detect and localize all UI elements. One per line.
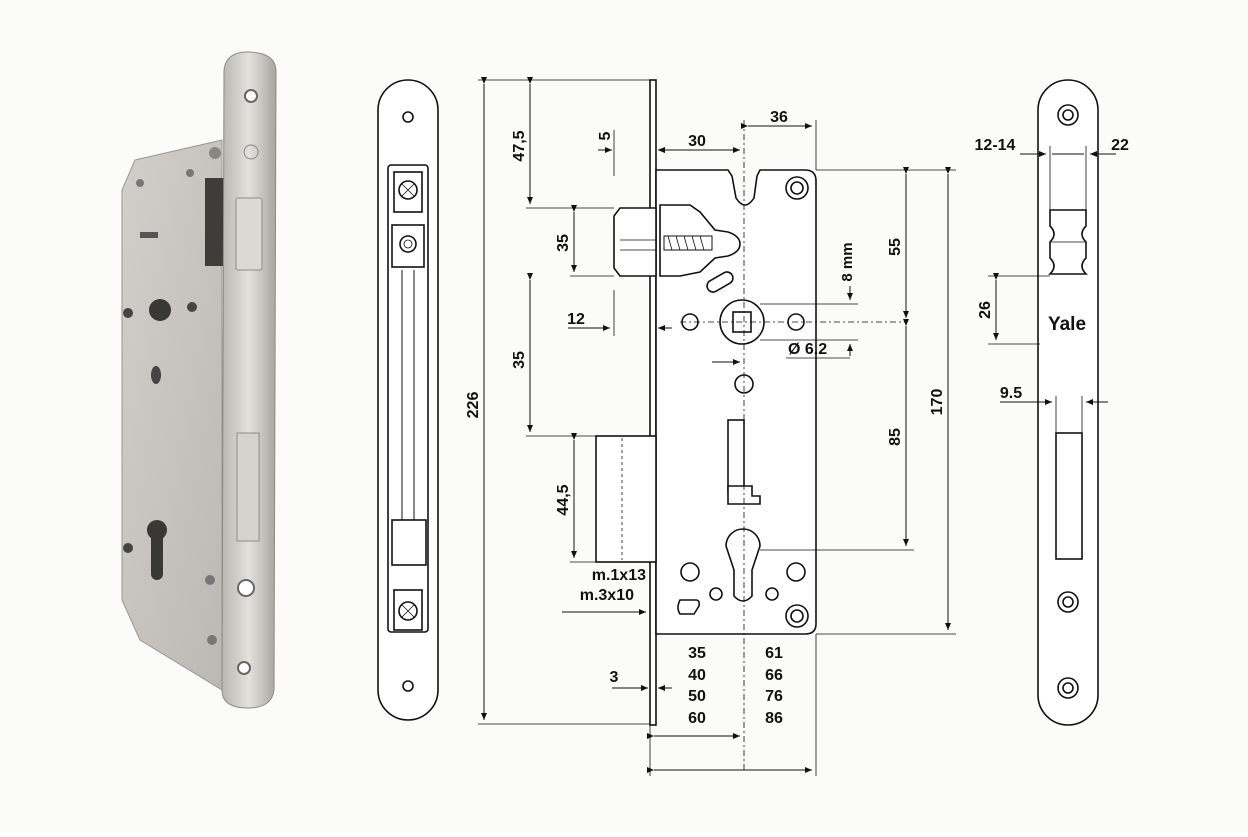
deadbolt — [595, 435, 657, 563]
dim-12: 12 — [567, 311, 585, 328]
dim-85: 85 — [887, 428, 904, 446]
plate-screw-hole — [244, 89, 258, 103]
plate-screw-hole — [237, 579, 255, 597]
dim-3: 3 — [610, 669, 619, 686]
case-slot — [140, 232, 158, 238]
backset-right-3: 76 — [765, 688, 783, 705]
strike-plate-view — [988, 79, 1116, 726]
case-hole — [187, 302, 197, 312]
dimension-labels: 226 47,5 35 35 44,5 5 30 36 12 55 85 170… — [465, 109, 1129, 727]
case-hole — [207, 635, 217, 645]
case-hole — [151, 366, 161, 384]
dim-30: 30 — [688, 133, 706, 150]
dim-47-5: 47,5 — [511, 130, 528, 161]
latch-recess — [205, 178, 225, 266]
screw-spec-2: m.3x10 — [580, 587, 634, 604]
brand-label: Yale — [1048, 314, 1086, 335]
case-hole — [123, 543, 133, 553]
backset-right-1: 61 — [765, 645, 783, 662]
dim-5: 5 — [597, 131, 614, 140]
dim-9-5: 9.5 — [1000, 385, 1022, 402]
case-hole — [136, 179, 144, 187]
dim-55: 55 — [887, 238, 904, 256]
backset-right-4: 86 — [765, 710, 783, 727]
case-hole — [151, 530, 163, 580]
lock-side-view — [595, 79, 906, 770]
face-plate — [221, 51, 277, 709]
dim-36: 36 — [770, 109, 788, 126]
backset-left-3: 50 — [688, 688, 706, 705]
screw-spec-1: m.1x13 — [592, 567, 646, 584]
latch-bolt — [235, 197, 263, 271]
case-hole — [149, 299, 171, 321]
backset-left-2: 40 — [688, 667, 706, 684]
dim-44-5: 44,5 — [555, 484, 572, 515]
case-hole — [205, 575, 215, 585]
lock-case — [121, 139, 223, 691]
dim-26: 26 — [977, 301, 994, 319]
case-hole — [209, 147, 221, 159]
dim-8mm: 8 mm — [839, 242, 856, 281]
dim-22: 22 — [1111, 137, 1129, 154]
dim-12-14: 12-14 — [975, 137, 1016, 154]
lock-photo — [121, 51, 277, 709]
corner-screw — [785, 176, 809, 628]
dim-170: 170 — [929, 389, 946, 416]
dimension-lines — [478, 77, 956, 776]
latch-bolt-profile — [613, 207, 657, 277]
dim-35-top: 35 — [555, 234, 572, 252]
dim-6-2: Ø 6.2 — [788, 341, 827, 358]
dim-35-mid: 35 — [511, 351, 528, 369]
backset-left-1: 35 — [688, 645, 706, 662]
dim-226: 226 — [465, 392, 482, 419]
case-hole — [123, 308, 133, 318]
cylinder-cutout — [725, 528, 761, 602]
plate-logo — [243, 144, 259, 160]
faceplate-front-view — [377, 79, 439, 721]
backset-left-4: 60 — [688, 710, 706, 727]
case-hole — [186, 169, 194, 177]
backset-right-2: 66 — [765, 667, 783, 684]
deadbolt-slot — [236, 432, 260, 542]
plate-screw-hole — [237, 661, 251, 675]
